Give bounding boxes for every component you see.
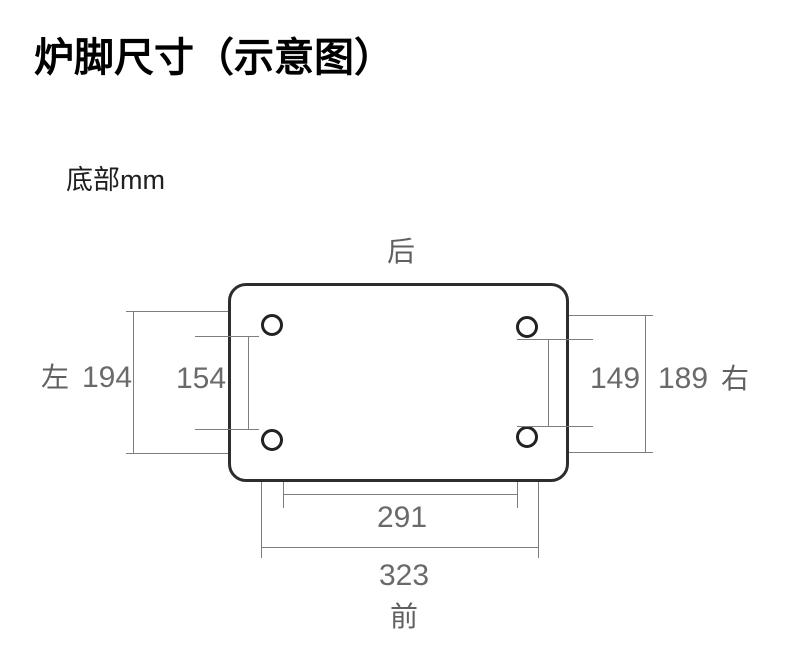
dim-value-bottom-outer: 323 xyxy=(378,559,430,592)
dim-value-bottom-inner: 291 xyxy=(376,501,428,534)
direction-label-front: 前 xyxy=(389,601,419,632)
dim-line-bottom-outer xyxy=(261,547,538,548)
dim-line-right-inner xyxy=(548,339,549,426)
dim-tick-left-outer-bottom xyxy=(126,453,228,454)
dim-tick-left-outer-top xyxy=(126,311,228,312)
foot-circle-top-left xyxy=(261,314,283,336)
dim-tick-right-inner-bottom xyxy=(517,426,593,427)
dim-ext-bottom-inner-right xyxy=(517,482,518,508)
direction-label-right: 右 xyxy=(720,363,750,394)
dim-ext-bottom-inner-left xyxy=(283,482,284,508)
dim-ext-bottom-outer-right xyxy=(538,482,539,558)
dim-line-left-outer xyxy=(133,311,134,453)
dim-line-right-outer xyxy=(645,315,646,452)
dim-ext-bottom-outer-left xyxy=(261,482,262,558)
dim-tick-right-outer-top xyxy=(569,315,653,316)
dim-value-left-inner: 154 xyxy=(175,362,227,395)
unit-note: 底部mm xyxy=(66,165,165,195)
foot-circle-top-right xyxy=(516,316,538,338)
stove-base-outline xyxy=(228,283,569,482)
foot-circle-bottom-left xyxy=(261,429,283,451)
dim-line-bottom-inner xyxy=(283,494,517,495)
dim-value-right-inner: 149 xyxy=(589,362,641,395)
dim-tick-left-inner-top xyxy=(195,336,259,337)
dim-tick-left-inner-bottom xyxy=(195,429,259,430)
direction-label-left: 左 xyxy=(40,362,70,393)
dim-tick-right-inner-top xyxy=(517,339,593,340)
direction-label-back: 后 xyxy=(386,236,416,267)
dim-line-left-inner xyxy=(248,336,249,429)
foot-circle-bottom-right xyxy=(516,426,538,448)
dim-tick-right-outer-bottom xyxy=(569,452,653,453)
dim-value-right-outer: 189 xyxy=(657,362,709,395)
dim-value-left-outer: 194 xyxy=(81,361,133,394)
page-title: 炉脚尺寸（示意图） xyxy=(34,36,394,80)
